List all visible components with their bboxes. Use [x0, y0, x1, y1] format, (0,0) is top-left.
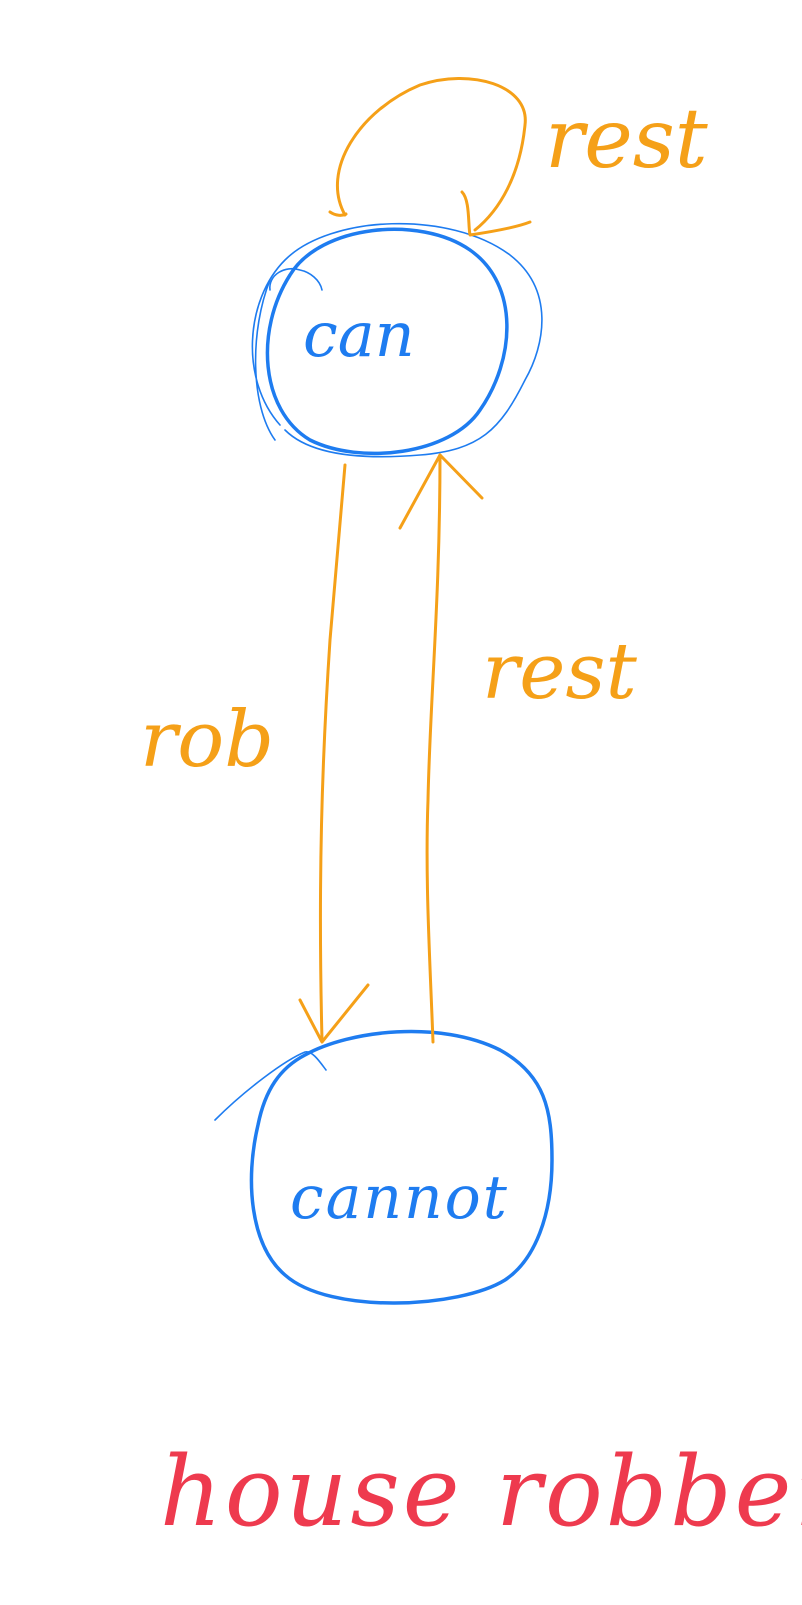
rest-label: rest [482, 627, 637, 717]
state-cannot-entry-stroke [214, 1051, 327, 1121]
diagram-caption: house robber. [160, 1436, 802, 1548]
state-cannot-label: cannot [290, 1163, 509, 1233]
self-loop-label: rest [545, 92, 709, 187]
state-cannot-circle [249, 1029, 554, 1305]
transition-rest: rest [398, 453, 637, 1044]
self-loop-arrowhead [460, 190, 532, 237]
self-loop-tail [328, 210, 348, 217]
state-can-circle-outer-stroke [251, 222, 543, 458]
state-can-circle [265, 227, 509, 456]
state-can-label: can [303, 298, 415, 371]
rest-arrowhead [398, 453, 484, 530]
state-can: can [251, 222, 543, 458]
transition-rob: rob [140, 463, 370, 1044]
self-loop-arc [335, 77, 527, 232]
rest-arrow-line [425, 453, 442, 1044]
state-cannot: cannot [214, 1029, 554, 1305]
state-can-start-hook [269, 268, 323, 291]
rob-arrowhead [298, 983, 370, 1044]
rob-label: rob [140, 695, 274, 785]
transition-self-loop: rest [328, 77, 709, 237]
rob-arrow-line [318, 463, 347, 1042]
